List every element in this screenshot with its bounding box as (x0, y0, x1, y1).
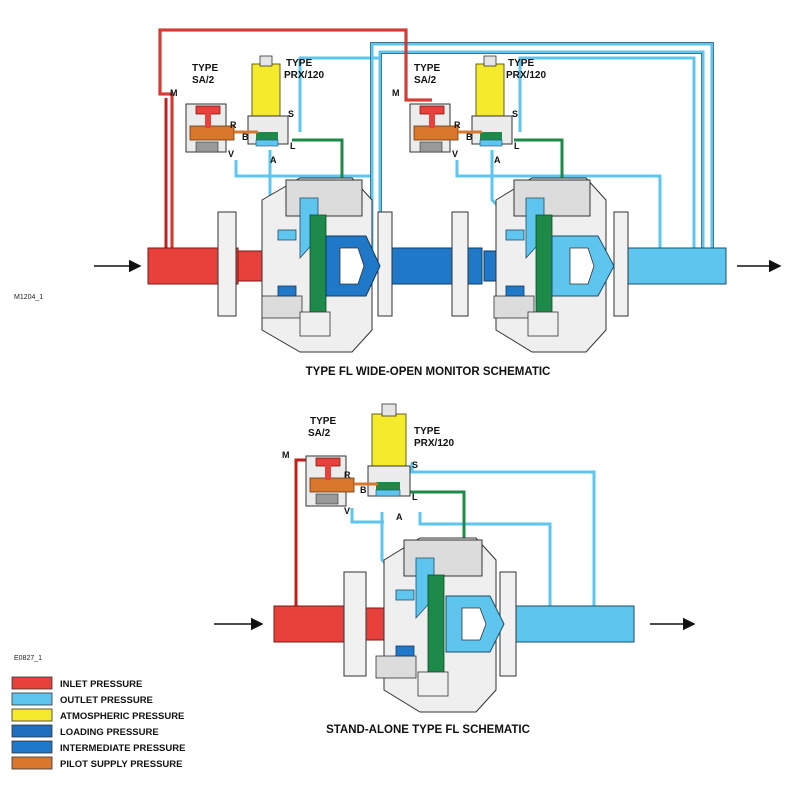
standalone-schematic: TYPE SA/2 TYPE PRX/120 M R B V S L A E08… (14, 403, 696, 736)
sa2-model-label-monitor: SA/2 (192, 75, 215, 86)
prx120-pilot-standalone (367, 403, 411, 497)
sa2-model-label-standalone: SA/2 (308, 428, 331, 439)
port-r-standalone: R (344, 470, 351, 480)
legend-item-pilot-supply: PILOT SUPPLY PRESSURE (11, 756, 182, 770)
sa2-type-label-standalone: TYPE (310, 416, 336, 427)
legend-swatch-pilot-supply (11, 756, 53, 770)
figure-code-top: M1204_1 (14, 294, 43, 301)
port-v-standalone: V (344, 506, 350, 516)
legend-label-pilot-supply: PILOT SUPPLY PRESSURE (60, 759, 182, 770)
legend-item-inlet: INLET PRESSURE (11, 676, 142, 690)
legend-swatch-intermediate (11, 740, 53, 754)
prx-type-label-standalone: TYPE (414, 426, 440, 437)
legend-swatch-outlet (11, 692, 53, 706)
prx-type-label-working: TYPE (508, 58, 534, 69)
pipe-inlet-section-bottom (273, 605, 351, 643)
legend-label-inlet: INLET PRESSURE (60, 679, 142, 690)
inlet-supply-line-highlights (159, 29, 432, 250)
port-r-working: R (454, 120, 461, 130)
caption-bottom: STAND-ALONE TYPE FL SCHEMATIC (326, 724, 530, 736)
port-l-working: L (514, 141, 520, 151)
port-l-monitor: L (290, 141, 296, 151)
caption-top: TYPE FL WIDE-OPEN MONITOR SCHEMATIC (306, 366, 551, 378)
port-l-standalone: L (412, 492, 418, 502)
prx120-pilot-monitor (247, 55, 289, 147)
port-s-working: S (512, 109, 518, 119)
prx120-pilot-working (471, 55, 513, 147)
port-m-monitor: M (170, 88, 178, 98)
legend: INLET PRESSURE OUTLET PRESSURE ATMOSPHER… (11, 676, 185, 770)
legend-label-intermediate: INTERMEDIATE PRESSURE (60, 743, 185, 754)
legend-item-outlet: OUTLET PRESSURE (11, 692, 153, 706)
legend-label-atmospheric: ATMOSPHERIC PRESSURE (60, 711, 184, 722)
pipe-outlet-section-bottom (513, 605, 635, 643)
legend-item-loading: LOADING PRESSURE (11, 724, 159, 738)
legend-item-intermediate: INTERMEDIATE PRESSURE (11, 740, 185, 754)
port-s-monitor: S (288, 109, 294, 119)
prx-model-label-working: PRX/120 (506, 70, 546, 81)
port-b-working: B (466, 132, 473, 142)
port-m-working: M (392, 88, 400, 98)
monitor-schematic: TYPE SA/2 TYPE PRX/120 TYPE SA/2 TYPE PR… (14, 28, 782, 378)
port-m-standalone: M (282, 450, 290, 460)
prx-type-label-monitor: TYPE (286, 58, 312, 69)
port-s-standalone: S (412, 460, 418, 470)
port-a-monitor: A (270, 155, 277, 165)
outlet-sensing-line-edges (370, 42, 714, 250)
pipe-outlet-section (619, 247, 727, 285)
port-r-monitor: R (230, 120, 237, 130)
port-a-working: A (494, 155, 501, 165)
port-b-standalone: B (360, 485, 367, 495)
sa2-pilot-monitor (185, 103, 235, 153)
sa2-pilot-standalone (305, 455, 355, 507)
legend-swatch-loading (11, 724, 53, 738)
legend-label-loading: LOADING PRESSURE (60, 727, 159, 738)
prx-model-label-standalone: PRX/120 (414, 438, 454, 449)
prx-model-label-monitor: PRX/120 (284, 70, 324, 81)
legend-item-atmospheric: ATMOSPHERIC PRESSURE (11, 708, 184, 722)
port-a-standalone: A (396, 512, 403, 522)
standalone-valve-body (343, 537, 517, 713)
legend-label-outlet: OUTLET PRESSURE (60, 695, 153, 706)
sa2-type-label-working: TYPE (414, 63, 440, 74)
legend-swatch-atmospheric (11, 708, 53, 722)
sa2-pilot-working (409, 103, 459, 153)
legend-swatch-inlet (11, 676, 53, 690)
sa2-type-label-monitor: TYPE (192, 63, 218, 74)
working-valve-body (451, 177, 629, 353)
sa2-model-label-working: SA/2 (414, 75, 437, 86)
port-b-monitor: B (242, 132, 249, 142)
figure-code-bottom: E0827_1 (14, 655, 42, 662)
monitor-valve-body (217, 177, 393, 353)
port-v-working: V (452, 149, 458, 159)
port-v-monitor: V (228, 149, 234, 159)
